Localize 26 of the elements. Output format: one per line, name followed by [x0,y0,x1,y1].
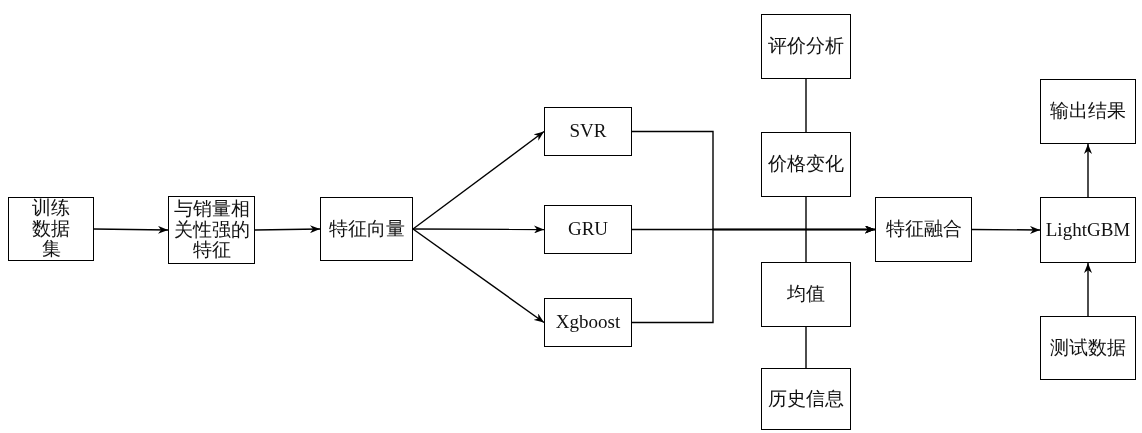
process-box: 与销量相关性强的特征 [168,196,255,264]
process-box: SVR [544,107,632,156]
arrow [412,225,545,234]
connector-line [805,326,807,369]
process-box: Xgboost [544,298,632,347]
arrow [1084,143,1092,198]
process-box: 训练数据集 [8,197,94,261]
process-box: GRU [544,205,632,254]
process-box: LightGBM [1040,197,1136,263]
process-box: 评价分析 [761,14,851,79]
connector-line [805,196,807,263]
arrow [412,228,545,324]
arrow [412,130,545,230]
process-box: 历史信息 [761,368,851,430]
arrow [971,225,1041,234]
process-box: 特征向量 [320,197,413,261]
process-box: 价格变化 [761,132,851,197]
arrow [631,225,876,324]
arrow [254,225,321,234]
process-box: 测试数据 [1040,316,1136,380]
connector-line [805,78,807,133]
arrow [1084,262,1092,317]
process-box: 输出结果 [1040,79,1136,144]
process-box: 均值 [761,262,851,327]
arrow [93,225,169,234]
process-box: 特征融合 [875,197,972,262]
